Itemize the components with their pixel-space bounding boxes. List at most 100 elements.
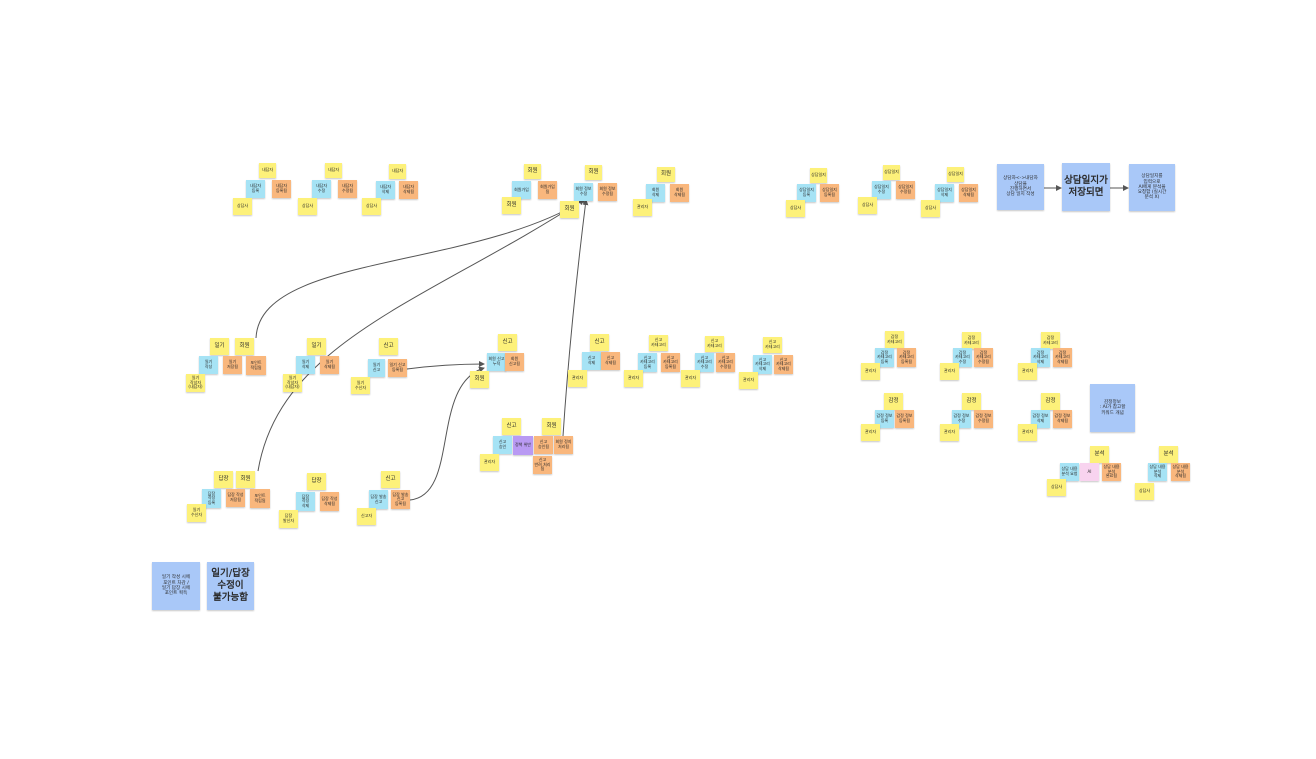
sticky-note-lightblue[interactable]: 일기 작성 시에 포인트 차감 / 일기 답장 시에 포인트 획득 bbox=[152, 562, 200, 610]
sticky-note-yellow[interactable]: 감정 카테고리 bbox=[885, 331, 904, 348]
sticky-note-blue[interactable]: 답장 작성 등록 bbox=[202, 489, 221, 508]
connector-arrow[interactable] bbox=[406, 361, 485, 370]
sticky-note-orange[interactable]: 신고 삭제됨 bbox=[601, 352, 620, 370]
sticky-note-yellow[interactable]: 회원 bbox=[470, 371, 489, 388]
sticky-note-yellow[interactable]: 회원 bbox=[524, 164, 541, 179]
sticky-note-blue[interactable]: 감정 정보 삭제 bbox=[1031, 410, 1050, 428]
sticky-note-yellow[interactable]: 관리자 bbox=[861, 363, 880, 380]
sticky-note-blue[interactable]: 일기 작성 bbox=[199, 356, 218, 374]
sticky-note-yellow[interactable]: 회원 bbox=[236, 471, 255, 488]
sticky-note-orange[interactable]: 신고 승인됨 bbox=[534, 436, 553, 454]
sticky-note-orange[interactable]: 답장 작성 삭제됨 bbox=[320, 492, 339, 511]
sticky-note-yellow[interactable]: 감정 카테고리 bbox=[962, 332, 981, 349]
sticky-note-yellow[interactable]: 관리자 bbox=[624, 370, 643, 387]
sticky-note-yellow[interactable]: 상담일지 bbox=[947, 167, 964, 182]
sticky-note-blue[interactable]: 상담 내용 분석 삭제 bbox=[1148, 463, 1167, 481]
sticky-note-blue[interactable]: 감정 카테고리 삭제 bbox=[1031, 348, 1050, 367]
sticky-note-orange[interactable]: 포인트 적립됨 bbox=[246, 356, 266, 375]
sticky-note-blue[interactable]: 회원 신고 누적 bbox=[487, 353, 506, 371]
sticky-note-yellow[interactable]: 신고 bbox=[590, 334, 609, 351]
sticky-note-purple[interactable]: 정책 위반 bbox=[513, 436, 533, 455]
sticky-note-orange[interactable]: 회원 정지 처리됨 bbox=[554, 436, 573, 454]
sticky-note-yellow[interactable]: 관리자 bbox=[568, 370, 587, 387]
sticky-note-yellow[interactable]: 일기 수신자 bbox=[351, 377, 370, 394]
sticky-note-yellow[interactable]: 내담자 bbox=[325, 163, 342, 178]
sticky-note-yellow[interactable]: 일기 bbox=[307, 338, 326, 355]
sticky-note-orange[interactable]: 일기 신고 등록됨 bbox=[388, 359, 407, 377]
sticky-note-blue[interactable]: 신고 카테고리 등록 bbox=[638, 353, 657, 372]
sticky-note-blue[interactable]: 회원가입 bbox=[512, 181, 531, 199]
sticky-note-blue[interactable]: 내담자 삭제 bbox=[376, 181, 395, 199]
sticky-note-blue[interactable]: 회원 정보 수정 bbox=[574, 183, 593, 201]
connector-arrow[interactable] bbox=[255, 199, 585, 339]
sticky-note-yellow[interactable]: 관리자 bbox=[681, 370, 700, 387]
sticky-note-lightblue[interactable]: 상담일지를 입력으로 AI에게 분석을 요청함 (실시간 분석 X) bbox=[1129, 164, 1175, 211]
sticky-note-yellow[interactable]: 신고 bbox=[379, 338, 398, 355]
sticky-note-blue[interactable]: 상담일지 삭제 bbox=[935, 184, 954, 202]
sticky-note-yellow[interactable]: 신고 카테고리 bbox=[763, 337, 782, 353]
sticky-note-yellow[interactable]: 관리자 bbox=[861, 424, 880, 441]
sticky-note-yellow[interactable]: 일기 bbox=[210, 338, 229, 355]
sticky-note-yellow[interactable]: 감정 카테고리 bbox=[1041, 332, 1060, 349]
sticky-note-yellow[interactable]: 상담일지 bbox=[810, 168, 827, 183]
sticky-note-yellow[interactable]: 분석 bbox=[1090, 446, 1109, 463]
sticky-note-orange[interactable]: 신고 카테고리 등록됨 bbox=[661, 353, 680, 372]
sticky-note-orange[interactable]: 상담일지 수정됨 bbox=[896, 181, 915, 199]
sticky-note-orange[interactable]: 상담일지 등록됨 bbox=[820, 184, 839, 202]
sticky-note-orange[interactable]: 내담자 등록됨 bbox=[272, 180, 291, 198]
sticky-note-yellow[interactable]: 신고자 bbox=[357, 508, 376, 525]
sticky-note-blue[interactable]: 답장 작성 삭제 bbox=[296, 492, 315, 511]
sticky-note-orange[interactable]: 감정 정보 삭제됨 bbox=[1053, 410, 1072, 428]
sticky-note-yellow[interactable]: 관리자 bbox=[1018, 424, 1037, 441]
sticky-note-lightblue[interactable]: 상담일지가 저장되면 bbox=[1062, 163, 1110, 211]
sticky-note-orange[interactable]: 신고 카테고리 수정됨 bbox=[716, 353, 735, 372]
sticky-note-yellow[interactable]: 상담사 bbox=[1047, 479, 1066, 496]
sticky-note-yellow[interactable]: 신고 카테고리 bbox=[649, 335, 668, 351]
sticky-note-blue[interactable]: 회원 삭제 bbox=[646, 184, 665, 202]
connector-arrow[interactable] bbox=[257, 197, 587, 472]
sticky-note-yellow[interactable]: 신고 카테고리 bbox=[705, 336, 724, 352]
sticky-note-yellow[interactable]: 답장 발신자 bbox=[279, 510, 298, 528]
sticky-note-blue[interactable]: 일기 삭제 bbox=[296, 356, 315, 374]
sticky-note-orange[interactable]: 회원 신고됨 bbox=[505, 353, 524, 371]
sticky-note-yellow[interactable]: 답장 bbox=[214, 471, 233, 488]
sticky-note-blue[interactable]: 감정 정보 등록 bbox=[875, 410, 894, 428]
sticky-note-yellow[interactable]: 답장 bbox=[307, 473, 326, 490]
sticky-note-yellow[interactable]: 관리자 bbox=[739, 372, 758, 389]
sticky-note-orange[interactable]: 신고 카테고리 삭제됨 bbox=[774, 355, 793, 374]
sticky-note-yellow[interactable]: 회원 bbox=[560, 201, 579, 218]
sticky-note-orange[interactable]: 신고 반려 처리됨 bbox=[533, 456, 552, 474]
sticky-note-yellow[interactable]: 회원 bbox=[502, 197, 521, 214]
sticky-note-yellow[interactable]: 관리자 bbox=[480, 454, 499, 471]
sticky-note-yellow[interactable]: 회원 bbox=[542, 418, 561, 435]
sticky-note-orange[interactable]: 상담 내용 분석 삭제됨 bbox=[1171, 463, 1190, 481]
sticky-note-orange[interactable]: 포인트 적립됨 bbox=[250, 489, 270, 508]
sticky-note-blue[interactable]: 감정 정보 수정 bbox=[952, 410, 971, 428]
sticky-note-yellow[interactable]: 상담사 bbox=[786, 200, 805, 217]
sticky-note-yellow[interactable]: 상담사 bbox=[1135, 483, 1154, 500]
sticky-note-orange[interactable]: 회원 정보 수정됨 bbox=[598, 183, 617, 201]
sticky-note-yellow[interactable]: 상담사 bbox=[233, 198, 252, 215]
sticky-note-lightblue[interactable]: 일기/답장 수정이 불가능함 bbox=[207, 562, 254, 610]
sticky-note-yellow[interactable]: 관리자 bbox=[633, 199, 652, 216]
sticky-note-yellow[interactable]: 내담자 bbox=[259, 163, 276, 178]
sticky-note-blue[interactable]: 답장 발송 신고 bbox=[369, 490, 388, 509]
sticky-note-orange[interactable]: 내담자 삭제됨 bbox=[399, 181, 418, 199]
sticky-note-yellow[interactable]: 내담자 bbox=[389, 164, 406, 179]
sticky-note-lightblue[interactable]: 감정정보 : AI가 참고할 키워드 개념 bbox=[1090, 384, 1135, 432]
sticky-note-yellow[interactable]: 신고 bbox=[381, 471, 400, 488]
sticky-note-blue[interactable]: 신고 삭제 bbox=[582, 352, 601, 370]
sticky-note-yellow[interactable]: 신고 bbox=[498, 334, 517, 351]
sticky-note-blue[interactable]: 상담일지 등록 bbox=[797, 184, 816, 202]
sticky-note-blue[interactable]: 내담자 등록 bbox=[246, 180, 265, 198]
connector-arrow[interactable] bbox=[562, 199, 589, 437]
sticky-note-yellow[interactable]: 상담일지 bbox=[883, 165, 900, 180]
sticky-note-orange[interactable]: 감정 정보 수정됨 bbox=[974, 410, 993, 428]
sticky-note-blue[interactable]: 감정 카테고리 등록 bbox=[875, 348, 894, 367]
sticky-note-yellow[interactable]: 관리자 bbox=[940, 424, 959, 441]
sticky-note-yellow[interactable]: 회원 bbox=[235, 338, 254, 355]
sticky-note-yellow[interactable]: 상담사 bbox=[362, 198, 381, 215]
sticky-note-yellow[interactable]: 감정 bbox=[884, 393, 903, 410]
sticky-note-orange[interactable]: 답장 발송 신고 등록됨 bbox=[391, 490, 410, 509]
sticky-note-yellow[interactable]: 상담사 bbox=[858, 197, 877, 214]
